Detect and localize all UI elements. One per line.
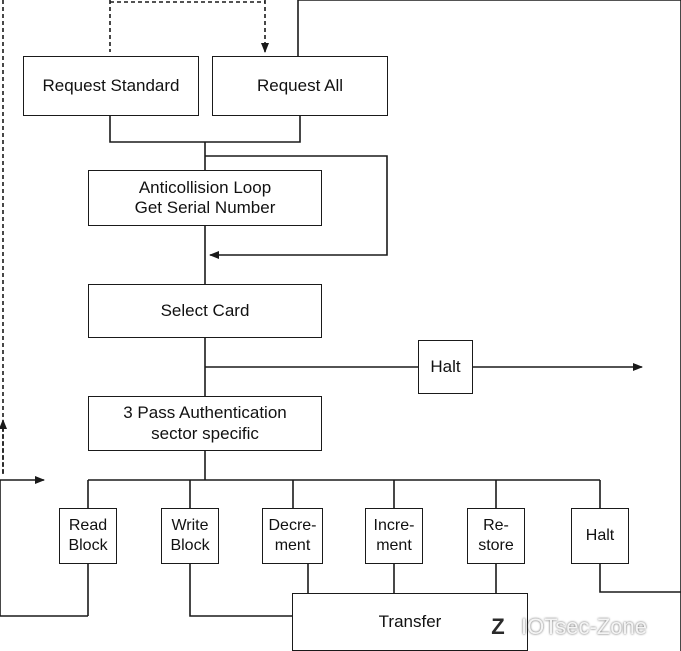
watermark: Z IOTsec-Zone xyxy=(483,606,681,648)
anticollision-loop xyxy=(205,155,388,259)
halt-bottom-out xyxy=(599,564,681,593)
select-card-box: Select Card xyxy=(88,284,322,338)
zone-logo-icon: Z xyxy=(483,612,513,642)
read-block-box: Read Block xyxy=(59,508,117,564)
request-standard-box: Request Standard xyxy=(23,56,199,116)
decrement-box: Decre- ment xyxy=(262,508,323,564)
increment-box: Incre- ment xyxy=(365,508,423,564)
restore-box: Re- store xyxy=(467,508,525,564)
anticollision-loop-box: Anticollision Loop Get Serial Number xyxy=(88,170,322,226)
request-all-box: Request All xyxy=(212,56,388,116)
left-return-loop xyxy=(0,476,88,617)
watermark-text: IOTsec-Zone xyxy=(521,614,647,639)
authentication-box: 3 Pass Authentication sector specific xyxy=(88,396,322,451)
request-merge xyxy=(109,116,301,143)
outer-right-line xyxy=(297,0,681,57)
halt-bottom-box: Halt xyxy=(571,508,629,564)
halt-top-box: Halt xyxy=(418,340,473,394)
dashed-loop-line xyxy=(2,0,265,474)
write-block-box: Write Block xyxy=(161,508,219,564)
